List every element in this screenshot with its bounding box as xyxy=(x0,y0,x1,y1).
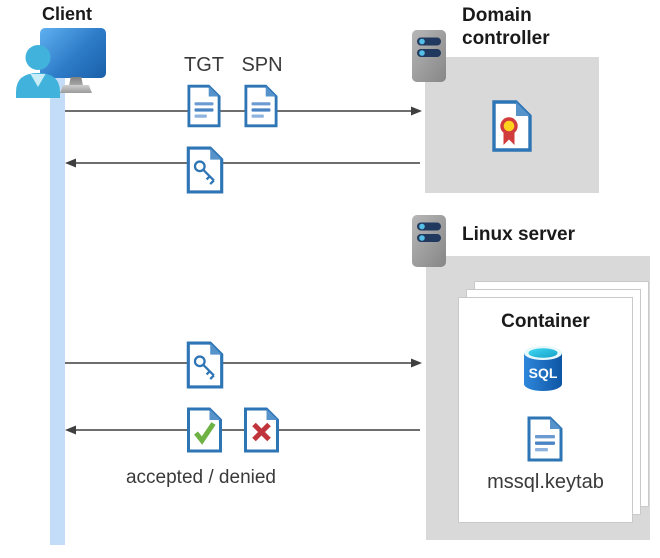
spn-document-icon xyxy=(244,84,278,128)
sql-badge-text: SQL xyxy=(529,365,558,381)
user-icon xyxy=(16,45,60,98)
container-card xyxy=(458,297,633,523)
monitor-stand-base xyxy=(60,85,92,93)
server-icon xyxy=(412,30,446,82)
arrow-client-to-linux-server xyxy=(65,358,422,368)
sql-database-icon: SQL xyxy=(524,346,562,391)
client-lifeline xyxy=(50,78,65,545)
denied-x-document-icon xyxy=(244,407,279,453)
tgt-label: TGT xyxy=(184,54,224,76)
accepted-check-document-icon xyxy=(187,407,222,453)
kerberos-ticket-key-document-icon xyxy=(186,146,224,194)
accepted-denied-label: accepted / denied xyxy=(125,467,276,488)
client-workstation-icon xyxy=(40,28,106,78)
arrow-client-to-domain-controller xyxy=(65,106,422,116)
client-label: Client xyxy=(41,4,92,24)
container-label: Container xyxy=(501,311,590,332)
kerberos-ticket-key-document-icon xyxy=(186,341,224,389)
mssql-keytab-label: mssql.keytab xyxy=(487,471,604,493)
domain-controller-label: Domain controller xyxy=(462,5,550,49)
arrow-domain-controller-to-client xyxy=(65,158,420,168)
keytab-document-icon xyxy=(527,416,563,462)
tgt-document-icon xyxy=(187,84,221,128)
linux-server-label: Linux server xyxy=(462,224,575,245)
server-icon xyxy=(412,215,446,267)
spn-label: SPN xyxy=(241,54,283,76)
monitor-stand-neck xyxy=(69,77,83,86)
certificate-document-icon xyxy=(492,100,532,152)
